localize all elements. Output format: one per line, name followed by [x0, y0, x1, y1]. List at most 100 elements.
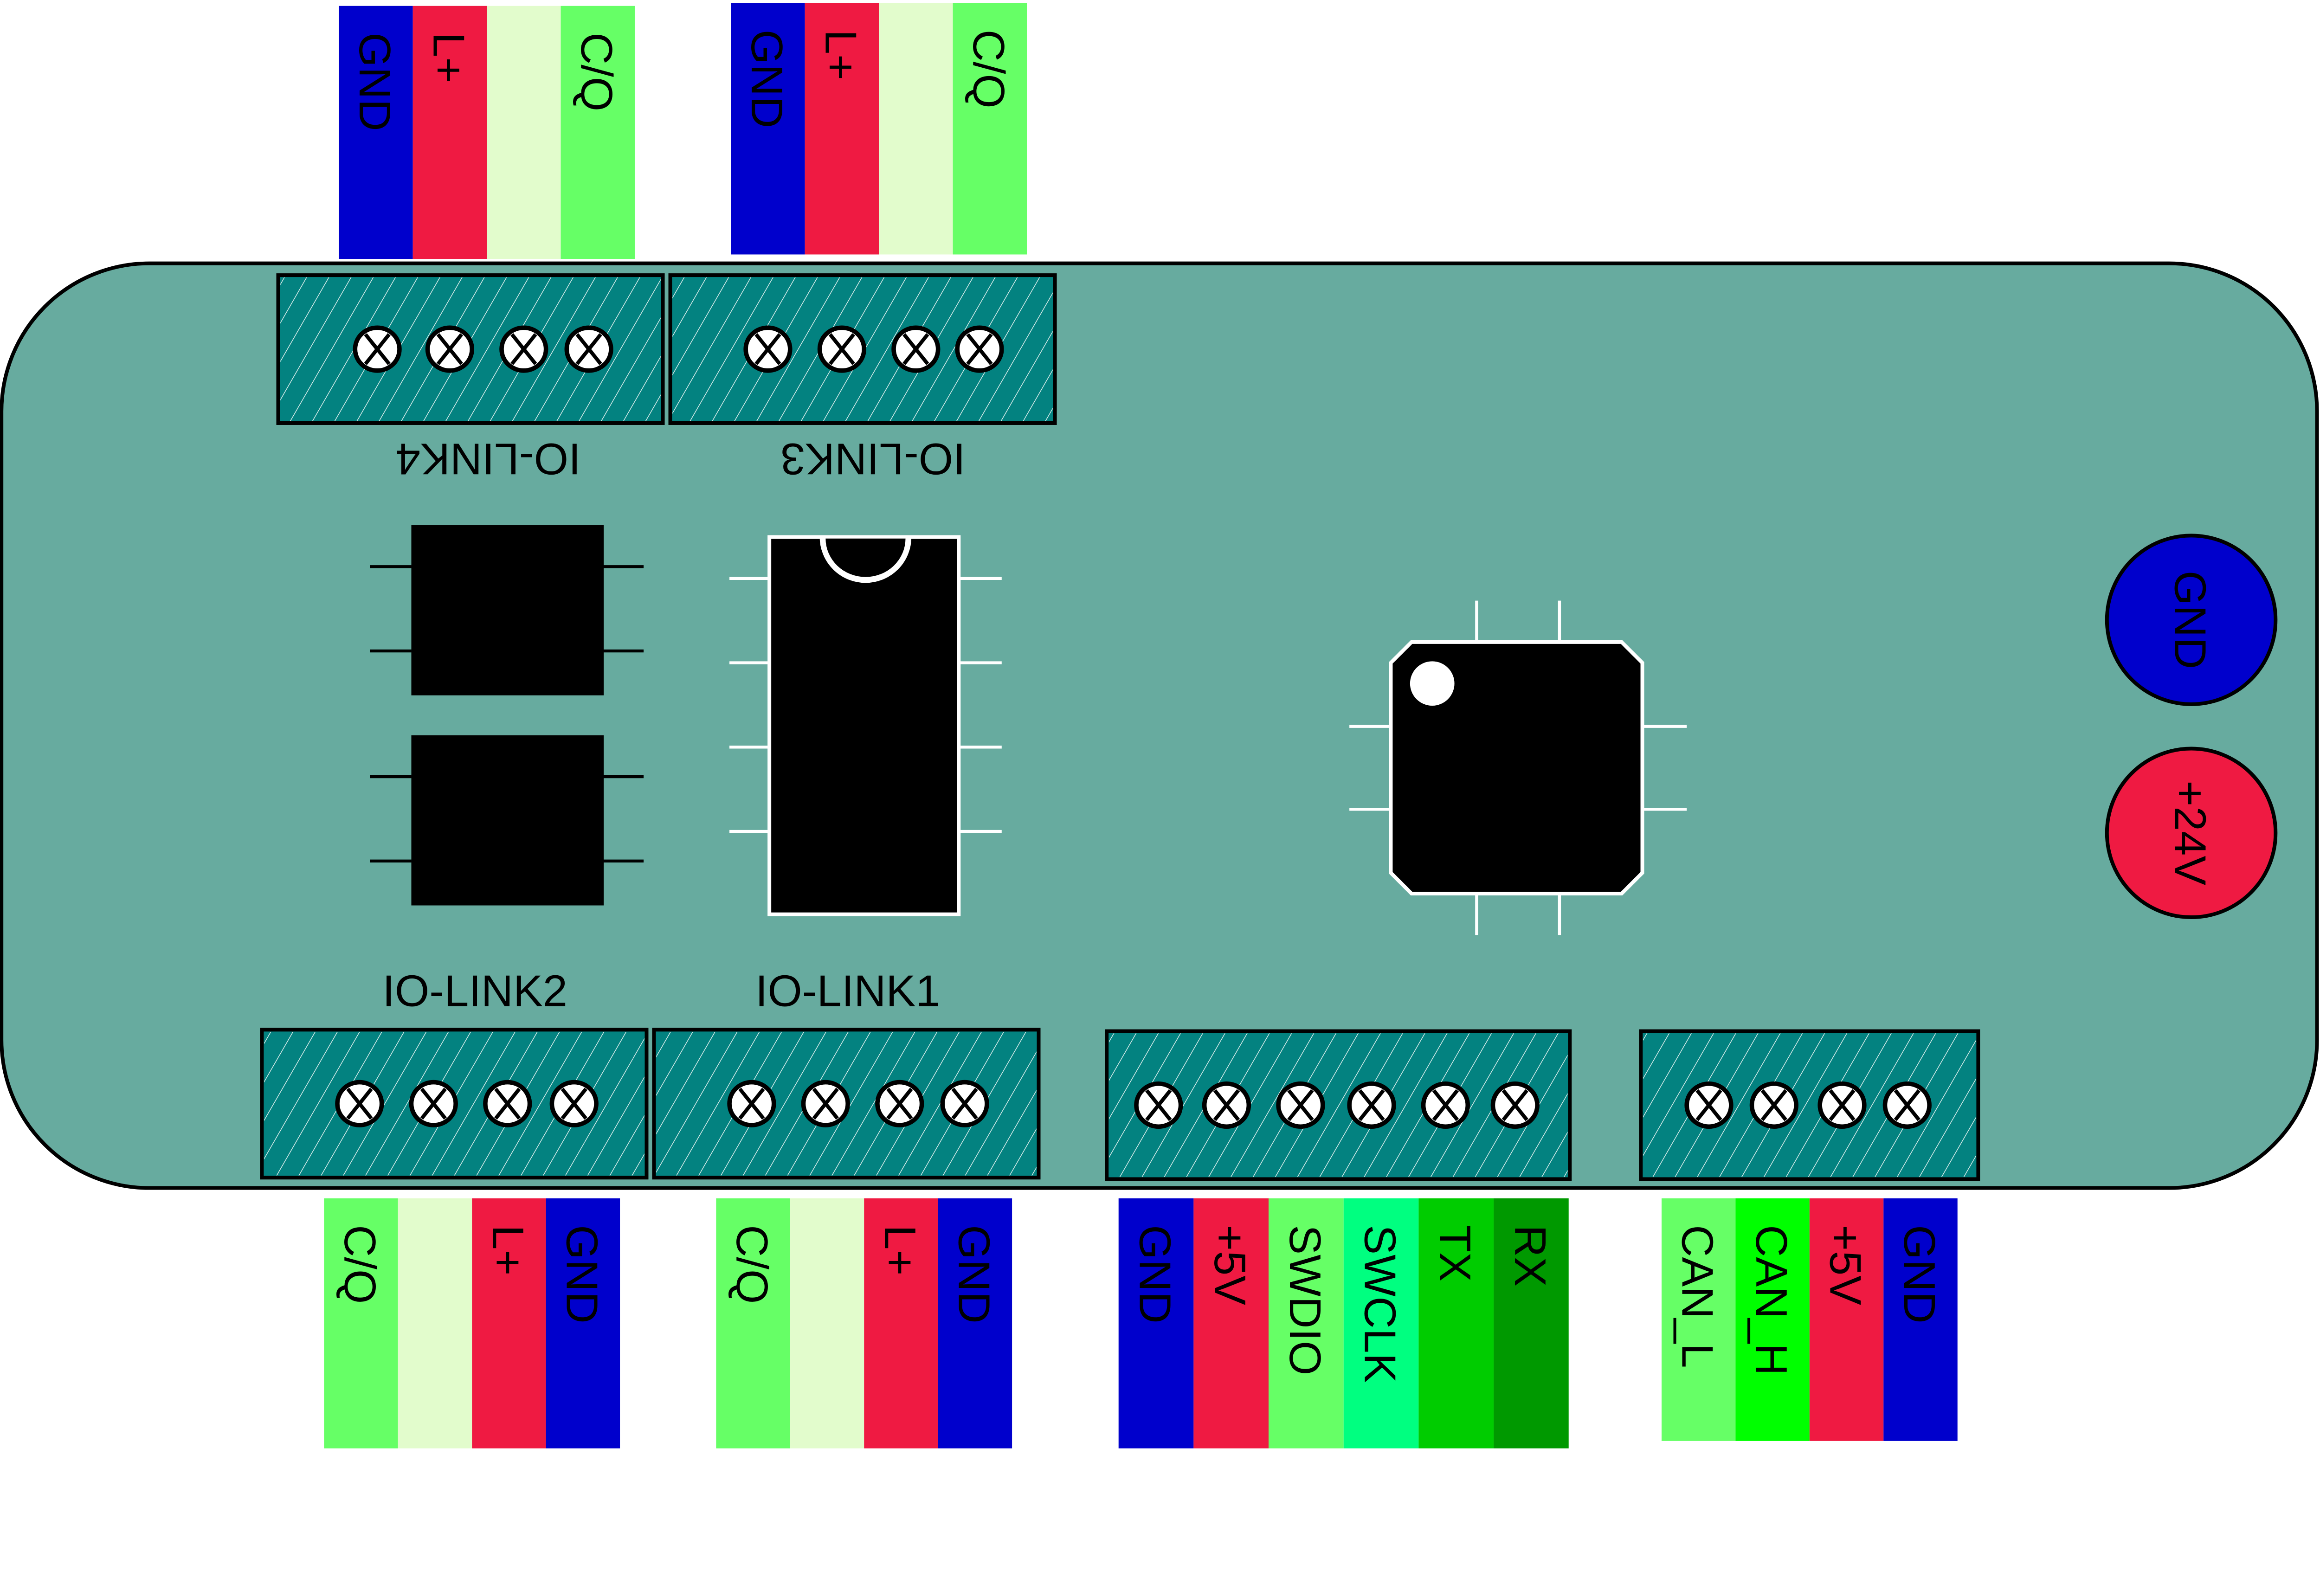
wire-label: SWCLK	[1355, 1225, 1405, 1383]
optocoupler-chip	[370, 735, 644, 906]
wire-label: C/Q	[964, 30, 1013, 109]
wire-label: GND	[557, 1225, 606, 1324]
wire-label: GND	[742, 30, 792, 129]
connector-label: IO-LINK4	[396, 434, 581, 484]
wire	[412, 6, 487, 259]
connector-label: IO-LINK1	[755, 966, 941, 1016]
wire	[1269, 1198, 1344, 1448]
wire	[1735, 1198, 1810, 1441]
wire-label: L+	[483, 1225, 533, 1275]
wire-bundle-io-link3: GND L+ C/Q	[731, 3, 1027, 255]
screw-terminal-icon	[483, 1080, 532, 1127]
terminal-block-debug	[1105, 1029, 1572, 1181]
wire-bundle-io-link2: C/Q L+ GND	[324, 1198, 620, 1448]
wire	[1494, 1198, 1569, 1448]
wire-label: L+	[875, 1225, 925, 1275]
wire-label: +5V	[1820, 1225, 1870, 1305]
screw-terminal-icon	[1490, 1081, 1540, 1129]
screw-terminal-icon	[353, 325, 402, 373]
wire-label: TX	[1430, 1225, 1480, 1281]
power-terminal-24v: +24V	[2105, 747, 2278, 920]
screw-terminal-icon	[1276, 1081, 1325, 1129]
wire-bundle-io-link4: GND L+ C/Q	[339, 6, 635, 259]
screw-terminal-icon	[549, 1080, 599, 1127]
board-diagram: GND L+ C/Q GND L+ C/Q C/Q L+ GND C/Q L+ GND GND +5V SW…	[0, 3, 2319, 1448]
wire	[716, 1198, 790, 1448]
wire-bundle-can: CAN_L CAN_H +5V GND	[1661, 1198, 1958, 1441]
terminal-block-io-link4: IO-LINK4	[276, 273, 665, 484]
screw-terminal-icon	[817, 325, 867, 373]
wire-label: C/Q	[572, 32, 621, 111]
wire-label: GND	[949, 1225, 999, 1324]
wire	[805, 3, 879, 255]
wire	[938, 1198, 1012, 1448]
wire-label: CAN_L	[1673, 1225, 1722, 1368]
wire	[1118, 1198, 1194, 1448]
wire	[324, 1198, 398, 1448]
screw-terminal-icon	[425, 325, 474, 373]
wire	[1418, 1198, 1494, 1448]
screw-terminal-icon	[1882, 1081, 1932, 1129]
screw-terminal-icon	[564, 325, 613, 373]
wire	[1883, 1198, 1958, 1441]
wire-label: C/Q	[727, 1225, 777, 1304]
wire-label: GND	[1130, 1225, 1179, 1324]
wire	[398, 1198, 472, 1448]
wire	[864, 1198, 938, 1448]
terminal-block-io-link3: IO-LINK3	[668, 273, 1057, 484]
wire-label: +5V	[1205, 1225, 1255, 1305]
screw-terminal-icon	[727, 1080, 776, 1127]
wire-label: GND	[350, 32, 400, 131]
connector-label: IO-LINK2	[382, 966, 567, 1016]
screw-terminal-icon	[1817, 1081, 1867, 1129]
wire-bundle-debug: GND +5V SWDIO SWCLK TX RX	[1118, 1198, 1569, 1448]
screw-terminal-icon	[499, 325, 548, 373]
wire-label: SWDIO	[1280, 1225, 1330, 1375]
wire	[472, 1198, 546, 1448]
screw-terminal-icon	[891, 325, 941, 373]
connector-label: IO-LINK3	[780, 434, 966, 484]
screw-terminal-icon	[1202, 1081, 1251, 1129]
terminal-block-can	[1639, 1029, 1980, 1181]
wire-label: C/Q	[335, 1225, 385, 1304]
dip-chip	[729, 535, 1002, 916]
screw-terminal-icon	[409, 1080, 458, 1127]
wire	[1661, 1198, 1736, 1441]
wire	[561, 6, 635, 259]
screw-terminal-icon	[335, 1080, 384, 1127]
wire-label: GND	[1895, 1225, 1944, 1324]
microcontroller-chip	[1349, 600, 1687, 935]
wire-label: CAN_H	[1746, 1225, 1796, 1375]
pcb-board	[0, 261, 2319, 1190]
wire	[546, 1198, 620, 1448]
wire-label: RX	[1505, 1225, 1555, 1287]
screw-terminal-icon	[940, 1080, 989, 1127]
screw-terminal-icon	[1684, 1081, 1734, 1129]
screw-terminal-icon	[1749, 1081, 1798, 1129]
wire	[1193, 1198, 1269, 1448]
wire	[790, 1198, 864, 1448]
screw-terminal-icon	[743, 325, 793, 373]
screw-terminal-icon	[1134, 1081, 1183, 1129]
wire	[1809, 1198, 1884, 1441]
screw-terminal-icon	[955, 325, 1004, 373]
optocoupler-chip	[370, 525, 644, 695]
screw-terminal-icon	[875, 1080, 924, 1127]
wire	[731, 3, 805, 255]
wire	[487, 6, 561, 259]
wire	[1343, 1198, 1419, 1448]
power-terminal-label: GND	[2165, 571, 2215, 669]
wire-bundle-io-link1: C/Q L+ GND	[716, 1198, 1012, 1448]
terminal-block-io-link1: IO-LINK1	[652, 966, 1041, 1180]
wire	[953, 3, 1027, 255]
terminal-block-io-link2: IO-LINK2	[260, 966, 649, 1180]
wire	[879, 3, 953, 255]
wire	[339, 6, 413, 259]
screw-terminal-icon	[1421, 1081, 1470, 1129]
wire-label: L+	[424, 32, 473, 83]
power-terminal-gnd: GND	[2105, 534, 2278, 706]
screw-terminal-icon	[1347, 1081, 1396, 1129]
screw-terminal-icon	[801, 1080, 850, 1127]
pin1-marker	[1410, 661, 1455, 706]
wire-label: L+	[816, 30, 865, 80]
